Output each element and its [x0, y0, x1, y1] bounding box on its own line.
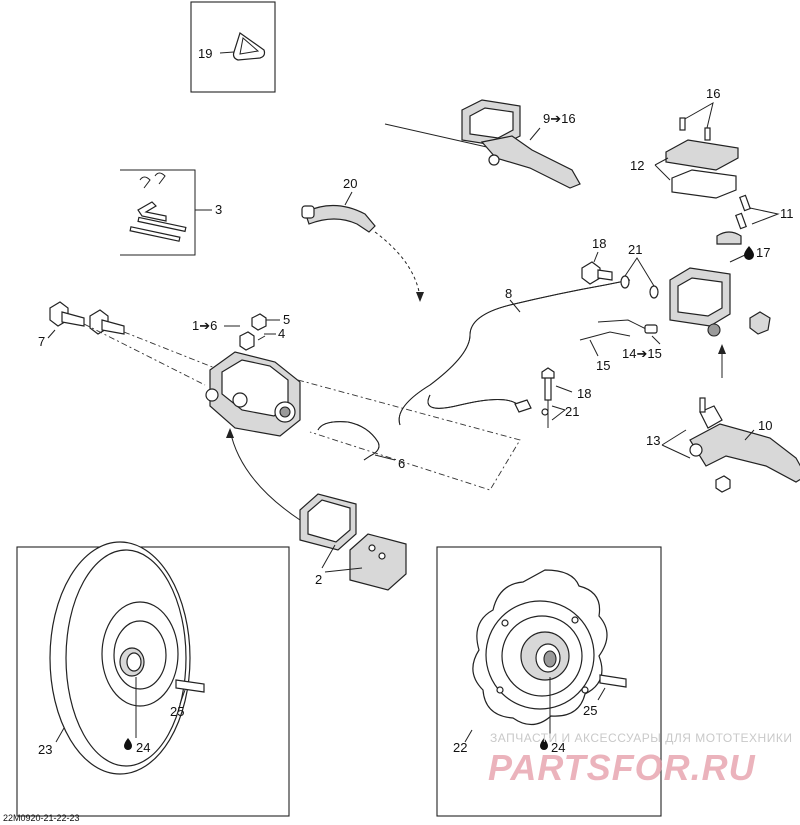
part-23-rear-disc-box: 25 23 24 — [16, 541, 290, 817]
part-upper-master-cylinder: 9➔16 — [384, 99, 581, 189]
part-caliper-assembly: 1➔6 5 4 6 — [192, 312, 521, 491]
label-18-upper: 18 — [592, 236, 606, 251]
label-1-to-6: 1➔6 — [192, 318, 217, 333]
label-8: 8 — [505, 286, 512, 301]
part-lower-lever: 13 10 — [646, 344, 800, 493]
label-15: 15 — [596, 358, 610, 373]
drop-icon — [744, 246, 754, 260]
label-24-right: 24 — [551, 740, 565, 755]
part-22-front-disc-box: 25 22 24 — [436, 546, 662, 817]
drawing-code: 22M0920-21-22-23 — [3, 813, 80, 823]
label-13: 13 — [646, 433, 660, 448]
part-19-box: 19 — [190, 1, 276, 93]
label-10: 10 — [758, 418, 772, 433]
label-14-to-15: 14➔15 — [622, 346, 662, 361]
part-2-brake-pads: 2 — [299, 493, 407, 591]
label-2: 2 — [315, 572, 322, 587]
label-19: 19 — [198, 46, 212, 61]
label-5: 5 — [283, 312, 290, 327]
label-22: 22 — [453, 740, 467, 755]
label-24-left: 24 — [136, 740, 150, 755]
label-20: 20 — [343, 176, 357, 191]
label-21-upper: 21 — [628, 242, 642, 257]
label-3: 3 — [215, 202, 222, 217]
label-17: 17 — [756, 245, 770, 260]
part-20-tube: 20 — [301, 176, 424, 302]
label-7: 7 — [38, 334, 45, 349]
label-23: 23 — [38, 742, 52, 757]
part-reservoir-cluster: 16 12 11 17 18 21 15 — [579, 86, 794, 373]
label-25-left: 25 — [170, 704, 184, 719]
part-8-brake-line: 8 — [398, 279, 631, 428]
label-12: 12 — [630, 158, 644, 173]
drop-icon-right — [540, 738, 548, 750]
watermark-brand: PARTSFOR.RU — [488, 747, 756, 788]
watermark-caption: ЗАПЧАСТИ И АКСЕССУАРЫ ДЛЯ МОТОТЕХНИКИ — [490, 731, 792, 745]
label-21-lower: 21 — [565, 404, 579, 419]
label-6: 6 — [398, 456, 405, 471]
drop-icon-left — [124, 738, 132, 750]
label-18-lower: 18 — [577, 386, 591, 401]
label-16: 16 — [706, 86, 720, 101]
part-3-hardware: 3 — [120, 169, 222, 256]
watermark: ЗАПЧАСТИ И АКСЕССУАРЫ ДЛЯ МОТОТЕХНИКИ PA… — [488, 731, 792, 788]
label-11: 11 — [780, 206, 794, 221]
part-lower-banjo: 18 21 — [541, 367, 591, 421]
label-4: 4 — [278, 326, 285, 341]
part-7-bolts: 7 — [38, 301, 226, 386]
label-9-to-16: 9➔16 — [543, 111, 576, 126]
label-25-right: 25 — [583, 703, 597, 718]
